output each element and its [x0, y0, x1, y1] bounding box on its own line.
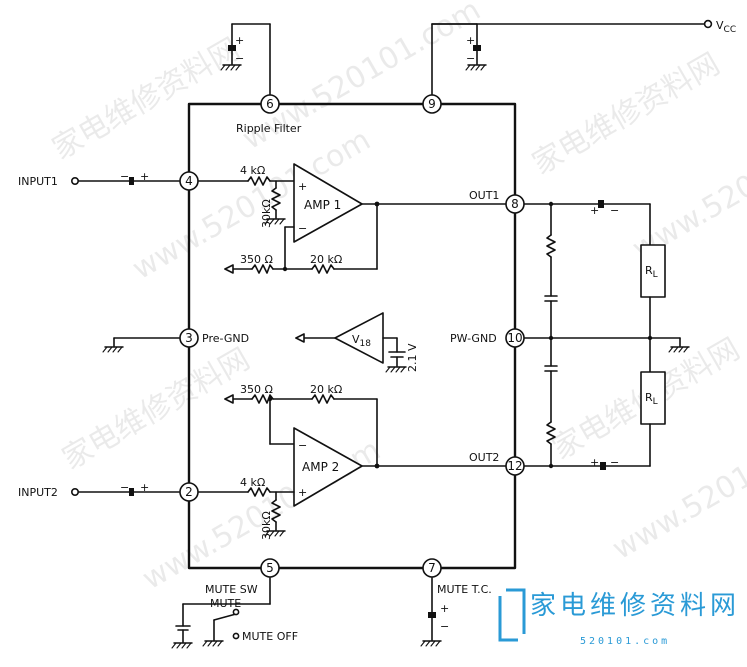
watermark-text-1: 家电维修资料网	[47, 32, 246, 167]
pin-4-circle	[179, 171, 199, 191]
out2-label: OUT2	[469, 451, 499, 464]
brand-logo: 家电维修资料网 520101.com	[498, 588, 740, 647]
resistor-30k-bottom-label: 30kΩ	[260, 511, 273, 540]
resistor-350-top-label: 350 Ω	[240, 253, 273, 266]
amp1-label: AMP 1	[304, 198, 341, 212]
input2-label: INPUT2	[18, 486, 58, 499]
pre-gnd-ground-symbol	[102, 346, 124, 353]
pin-9-number: 9	[428, 97, 436, 111]
v18-label: V18	[352, 333, 371, 349]
pw-gnd-label: PW-GND	[450, 332, 497, 345]
resistor-4k-bottom-label: 4 kΩ	[240, 476, 265, 489]
mute-ground-symbol	[171, 642, 193, 649]
resistor-20k-bottom-label: 20 kΩ	[310, 383, 342, 396]
input2-terminal	[71, 487, 80, 496]
load-resistor-bottom	[640, 371, 666, 425]
input2-capacitor	[129, 488, 134, 496]
out1-label: OUT1	[469, 189, 499, 202]
brand-logo-text: 家电维修资料网	[530, 591, 740, 621]
pin-7-circle	[422, 558, 442, 578]
resistor-350-bottom-label: 350 Ω	[240, 383, 273, 396]
vcc-decoupling-capacitor	[473, 45, 481, 51]
pin-10-number: 10	[507, 331, 522, 345]
pin-2-number: 2	[185, 485, 193, 499]
vcc-cap-plus: +	[466, 34, 475, 47]
mute-tc-cap-minus: −	[440, 620, 449, 633]
watermark-text-3: 家电维修资料网	[527, 47, 726, 182]
input1-terminal	[71, 177, 80, 186]
pin-5-circle	[260, 558, 280, 578]
mute-sw-label: MUTE SW	[205, 583, 258, 596]
ripple-cap-plus: +	[235, 34, 244, 47]
pin-6-circle	[260, 94, 280, 114]
brand-logo-url: 520101.com	[580, 636, 670, 647]
input1-cap-minus: −	[120, 170, 129, 183]
pre-gnd-label: Pre-GND	[202, 332, 249, 345]
pw-gnd-ground-symbol	[668, 346, 690, 353]
mute-position-label: MUTE	[210, 597, 241, 610]
resistor-20k-top-label: 20 kΩ	[310, 253, 342, 266]
watermark-layer: 家电维修资料网 www.520101.com 家电维修资料网 www.52010…	[47, 0, 747, 597]
pin-6-number: 6	[266, 97, 274, 111]
mute-tc-ground-symbol	[420, 640, 442, 647]
out2-capacitor	[600, 462, 606, 470]
out1-cap-minus: −	[610, 204, 619, 217]
amp1-symbol	[293, 163, 363, 243]
resistor-30k-top-label: 30kΩ	[260, 199, 273, 228]
pin-8-number: 8	[511, 197, 519, 211]
pin-12-number: 12	[507, 459, 522, 473]
pin-8-circle	[505, 194, 525, 214]
amp1-minus-sign: −	[298, 222, 307, 235]
out1-cap-plus: +	[590, 204, 599, 217]
watermark-text-6: 家电维修资料网	[57, 342, 256, 477]
pin-10-circle	[505, 328, 525, 348]
resistor-4k-top-label: 4 kΩ	[240, 164, 265, 177]
amp2-symbol	[293, 427, 363, 507]
load-resistor-top	[640, 244, 666, 298]
v21-label: 2.1 V	[406, 343, 419, 372]
input1-capacitor	[129, 177, 134, 185]
amp2-label: AMP 2	[302, 460, 339, 474]
vcc-ground-symbol	[465, 64, 487, 71]
mute-tc-cap-plus: +	[440, 602, 449, 615]
input1-label: INPUT1	[18, 175, 58, 188]
pin-4-number: 4	[185, 174, 193, 188]
ripple-cap-minus: −	[235, 52, 244, 65]
vcc-cap-minus: −	[466, 52, 475, 65]
mute-off-label: MUTE OFF	[242, 630, 298, 643]
input2-cap-minus: −	[120, 481, 129, 494]
out1-capacitor	[598, 200, 604, 208]
input1-cap-plus: +	[140, 170, 149, 183]
out2-cap-minus: −	[610, 456, 619, 469]
watermark-text-5: www.520101.com	[627, 102, 747, 267]
vcc-terminal	[703, 19, 713, 29]
pin-3-number: 3	[185, 331, 193, 345]
mute-switch-blade	[213, 613, 237, 621]
load-resistor-bottom-label: RL	[645, 391, 658, 407]
mute-switch-ground	[202, 640, 224, 647]
amp1-plus-sign: +	[298, 180, 307, 193]
ripple-filter-capacitor	[228, 45, 236, 51]
mute-tc-capacitor	[428, 612, 436, 618]
v18-ground-symbol	[385, 366, 407, 373]
load-resistor-top-label: RL	[645, 264, 658, 280]
pin-5-number: 5	[266, 561, 274, 575]
pin-2-circle	[179, 482, 199, 502]
input2-cap-plus: +	[140, 481, 149, 494]
amp2-plus-sign: +	[298, 486, 307, 499]
mute-tc-label: MUTE T.C.	[437, 583, 492, 596]
pin-12-circle	[505, 456, 525, 476]
vcc-label: VCC	[716, 19, 736, 35]
ripple-filter-label: Ripple Filter	[236, 122, 302, 135]
pin-9-circle	[422, 94, 442, 114]
pin-7-number: 7	[428, 561, 436, 575]
out2-cap-plus: +	[590, 456, 599, 469]
amp2-minus-sign: −	[298, 439, 307, 452]
pin-3-circle	[179, 328, 199, 348]
